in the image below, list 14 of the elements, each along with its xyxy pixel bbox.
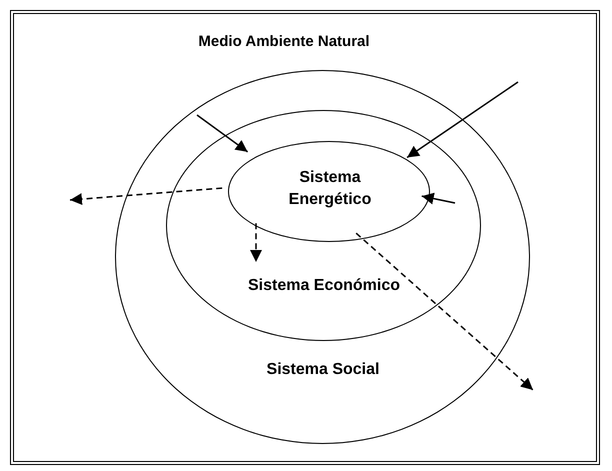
node-label: Sistema Económico xyxy=(246,276,402,296)
arrow xyxy=(422,192,456,204)
arrow xyxy=(406,81,518,158)
node-label: Sistema Social xyxy=(266,360,380,380)
node-label: Sistema Energético xyxy=(288,168,372,210)
frame-box xyxy=(10,10,600,465)
outer-ellipse xyxy=(115,70,530,444)
dashed-arrow xyxy=(356,232,534,391)
node-label: Medio Ambiente Natural xyxy=(197,32,371,52)
dashed-arrow xyxy=(250,223,262,262)
inner-ellipse xyxy=(228,141,430,242)
middle-ellipse xyxy=(166,110,481,341)
arrow xyxy=(196,114,248,152)
dashed-arrow xyxy=(70,187,222,206)
